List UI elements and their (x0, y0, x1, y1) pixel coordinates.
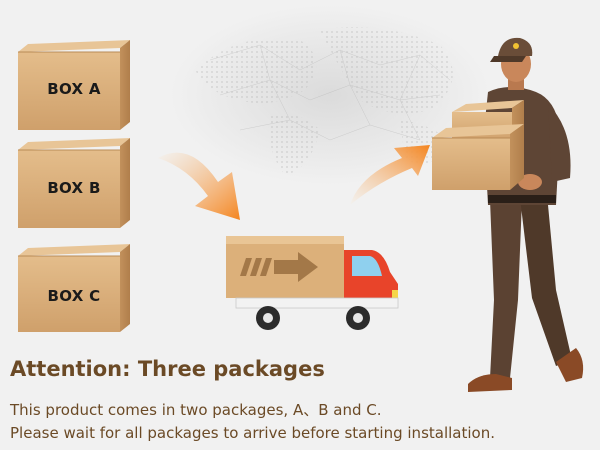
delivery-truck-icon (226, 236, 399, 330)
arrow-to-truck-icon (158, 152, 240, 220)
notice-line-1: This product comes in two packages, A、B … (10, 401, 382, 419)
box-c-icon (18, 244, 130, 332)
carried-boxes-icon (432, 100, 524, 190)
attention-title: Attention: Three packages (10, 357, 325, 381)
box-b-label: BOX B (47, 179, 101, 197)
box-c-label: BOX C (47, 287, 101, 305)
arrow-to-man-icon (350, 145, 430, 205)
notice-line-2: Please wait for all packages to arrive b… (10, 424, 495, 442)
box-a-label: BOX A (47, 80, 101, 98)
world-map-icon (170, 5, 490, 185)
box-b-icon (18, 138, 130, 228)
box-a-icon (18, 40, 130, 130)
